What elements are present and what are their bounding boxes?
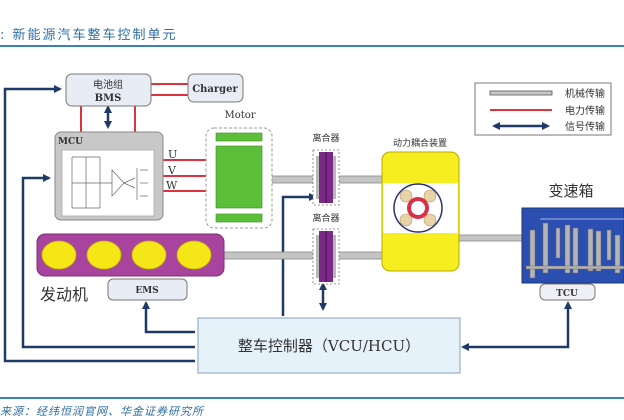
clutch-top: 离合器 bbox=[312, 132, 340, 206]
top-divider bbox=[0, 45, 624, 47]
charger-label: Charger bbox=[192, 84, 238, 95]
mcu-block: MCU U V W bbox=[54, 131, 178, 221]
signal-vcu-tcu bbox=[461, 301, 572, 351]
clutch-bottom: 离合器 bbox=[312, 212, 340, 285]
planet-gears-icon bbox=[399, 189, 437, 227]
tcu-label: TCU bbox=[556, 289, 578, 299]
legend-mechanical-label: 机械传输 bbox=[565, 87, 605, 100]
engine-label: 发动机 bbox=[40, 285, 88, 304]
coupler-block: 动力耦合装置 bbox=[381, 137, 460, 272]
cylinder-4 bbox=[176, 240, 212, 270]
inverter-circuit-icon bbox=[71, 156, 148, 209]
gearbox-gears-icon bbox=[525, 222, 624, 279]
legend-mechanical-swatch bbox=[489, 90, 553, 96]
engine-body bbox=[36, 233, 225, 277]
bms-label-cn: 电池组 bbox=[93, 78, 123, 91]
phase-v-label: V bbox=[167, 164, 177, 177]
shaft-engine-coupler bbox=[223, 251, 383, 260]
engine-block: 发动机 bbox=[36, 233, 225, 304]
signal-vcu-mcu bbox=[21, 174, 195, 349]
bms-box bbox=[65, 73, 152, 107]
sun-gear-icon bbox=[407, 197, 429, 219]
clutch-bottom-label: 离合器 bbox=[312, 212, 339, 224]
shaft-coupler-gearbox bbox=[458, 234, 526, 242]
vcu-box bbox=[197, 317, 461, 374]
ems-box bbox=[107, 278, 188, 301]
motor-block: Motor bbox=[205, 110, 273, 229]
legend-electrical-label: 电力传输 bbox=[565, 104, 605, 117]
coupler-label: 动力耦合装置 bbox=[393, 137, 447, 149]
cylinder-1 bbox=[41, 240, 77, 270]
planetary-ring-icon bbox=[393, 183, 443, 233]
bms-label-en: BMS bbox=[95, 93, 122, 104]
motor-label: Motor bbox=[224, 110, 255, 121]
motor-rotor bbox=[215, 145, 263, 209]
signal-lines bbox=[3, 85, 572, 363]
ems-block: EMS bbox=[107, 278, 188, 301]
tcu-box bbox=[539, 283, 596, 301]
signal-vcu-ems bbox=[142, 301, 195, 334]
mcu-label: MCU bbox=[58, 137, 83, 147]
signal-vcu-bms bbox=[3, 85, 195, 363]
legend-signal-label: 信号传输 bbox=[565, 120, 605, 133]
phase-u-label: U bbox=[168, 148, 177, 161]
figure-caption: : 新能源汽车整车控制单元 bbox=[0, 28, 178, 43]
source-note: 来源：经纬恒润官网、华金证券研究所 bbox=[0, 405, 204, 418]
vcu-block: 整车控制器（VCU/HCU） bbox=[197, 317, 461, 374]
cylinder-3 bbox=[131, 240, 167, 270]
signal-vcu-clutch-top bbox=[281, 193, 317, 316]
vcu-label: 整车控制器（VCU/HCU） bbox=[238, 337, 420, 355]
tcu-block: TCU bbox=[539, 283, 596, 301]
motor-stator-top bbox=[215, 132, 263, 142]
bms-block: 电池组 BMS bbox=[65, 73, 152, 107]
cylinder-2 bbox=[86, 240, 122, 270]
ems-label: EMS bbox=[135, 286, 158, 296]
charger-block: Charger bbox=[187, 73, 244, 103]
clutch-top-label: 离合器 bbox=[312, 132, 339, 144]
bottom-divider bbox=[0, 397, 624, 399]
phase-w-label: W bbox=[166, 179, 178, 192]
charger-box bbox=[187, 73, 244, 103]
legend: 机械传输 电力传输 信号传输 bbox=[474, 82, 612, 136]
gearbox-block: 变速箱 bbox=[521, 182, 624, 284]
gearbox-label: 变速箱 bbox=[548, 182, 593, 200]
powertrain-diagram: 机械传输 电力传输 信号传输 电池组 BMS Ch bbox=[3, 73, 624, 374]
motor-stator-bottom bbox=[215, 213, 263, 223]
